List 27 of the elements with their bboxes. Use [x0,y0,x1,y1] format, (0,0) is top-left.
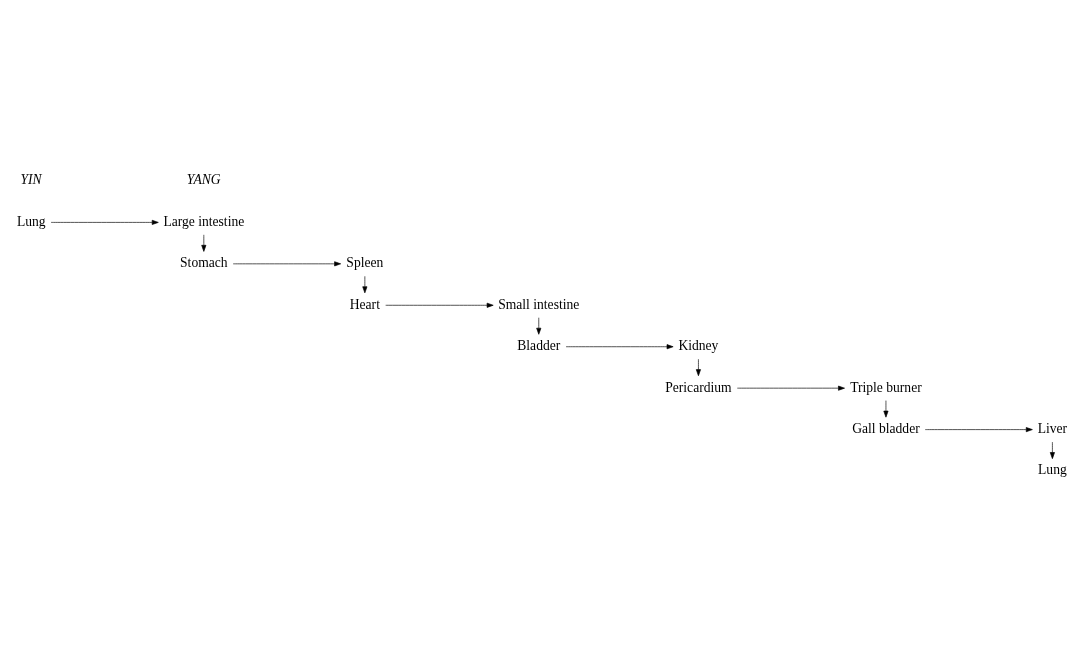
node-text: Pericardium [665,379,732,395]
arrow [1049,441,1055,459]
arrow [736,385,845,391]
node-text: Gall bladder [852,420,920,436]
arrow [536,316,542,335]
node-text: Lung [1038,461,1067,477]
node-text: Liver [1037,420,1068,436]
node-text: Heart [349,296,380,312]
arrow [201,234,207,252]
label: YIN [20,171,42,187]
node-text: Spleen [346,254,384,270]
arrow [362,275,368,293]
node-text: Small intestine [498,296,580,312]
arrow [232,260,342,266]
node-text: Stomach [180,254,228,270]
node-text: Large intestine [163,213,245,229]
node-text: Lung [16,213,46,229]
arrow [924,426,1033,432]
arrow [883,399,889,417]
arrow [50,219,159,225]
arrow [565,343,674,349]
node-text: Triple burner [850,379,922,395]
arrow [385,302,494,308]
arrow [695,358,701,376]
label: YANG [186,171,221,187]
node-text: Kidney [678,337,719,353]
node-text: Bladder [517,337,561,353]
